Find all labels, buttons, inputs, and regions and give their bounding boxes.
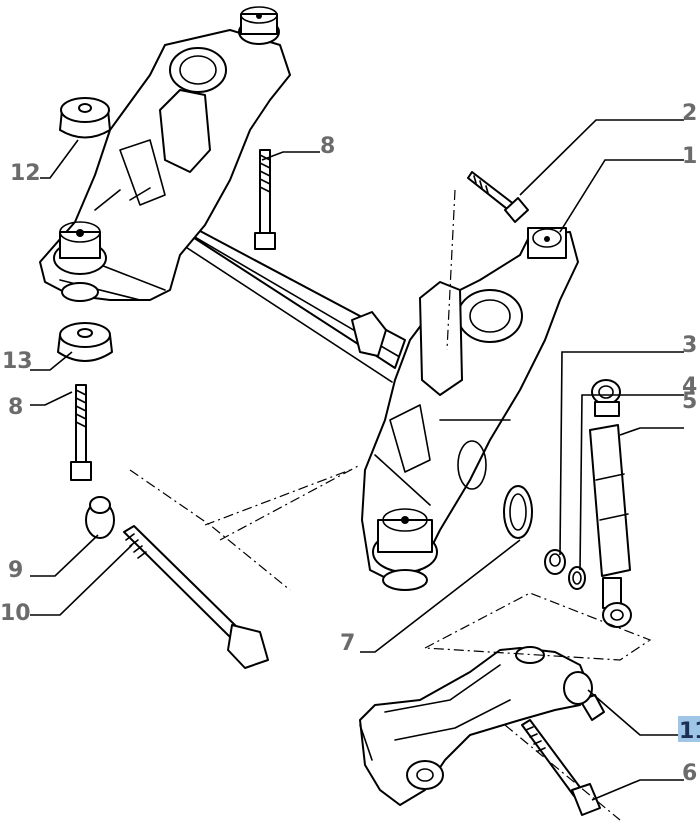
- callout-7: 7: [340, 631, 355, 656]
- callout-8-lower: 8: [8, 395, 23, 420]
- callout-5: 5: [682, 389, 697, 414]
- callout-10: 10: [0, 601, 31, 626]
- left-carrier: [39, 6, 291, 302]
- callout-3: 3: [682, 333, 697, 358]
- long-bolt-10: [123, 525, 269, 669]
- shock-absorber-5: [589, 379, 632, 628]
- callout-1: 1: [682, 144, 697, 169]
- callout-6: 6: [682, 761, 697, 786]
- right-carrier: [361, 227, 579, 591]
- assembly-lines: [129, 189, 652, 821]
- bolt-6: [521, 719, 601, 816]
- nut-3: [544, 549, 566, 575]
- nut-9: [85, 496, 115, 539]
- rubber-bush-13: [57, 322, 113, 362]
- rubber-bush-12: [59, 97, 111, 139]
- callout-11-highlight: [678, 716, 700, 742]
- cross-tube: [169, 214, 406, 383]
- callout-4: 4: [682, 374, 697, 399]
- callout-2: 2: [682, 101, 697, 126]
- trailing-arm-11: [359, 646, 605, 806]
- callout-12: 12: [10, 161, 41, 186]
- bolt-2: [467, 171, 529, 223]
- callout-8-upper: 8: [320, 134, 335, 159]
- callout-11: 11: [679, 719, 700, 744]
- seal-7: [503, 485, 533, 539]
- callout-labels: 1 2 3 4 5 6 7 8 8 9 10 11 12 13: [0, 101, 700, 786]
- washer-4: [568, 566, 586, 590]
- leader-lines: [30, 119, 684, 801]
- bolt-8-upper: [254, 149, 276, 250]
- callout-9: 9: [8, 558, 23, 583]
- bolt-8-lower: [70, 384, 92, 481]
- callout-13: 13: [2, 349, 33, 374]
